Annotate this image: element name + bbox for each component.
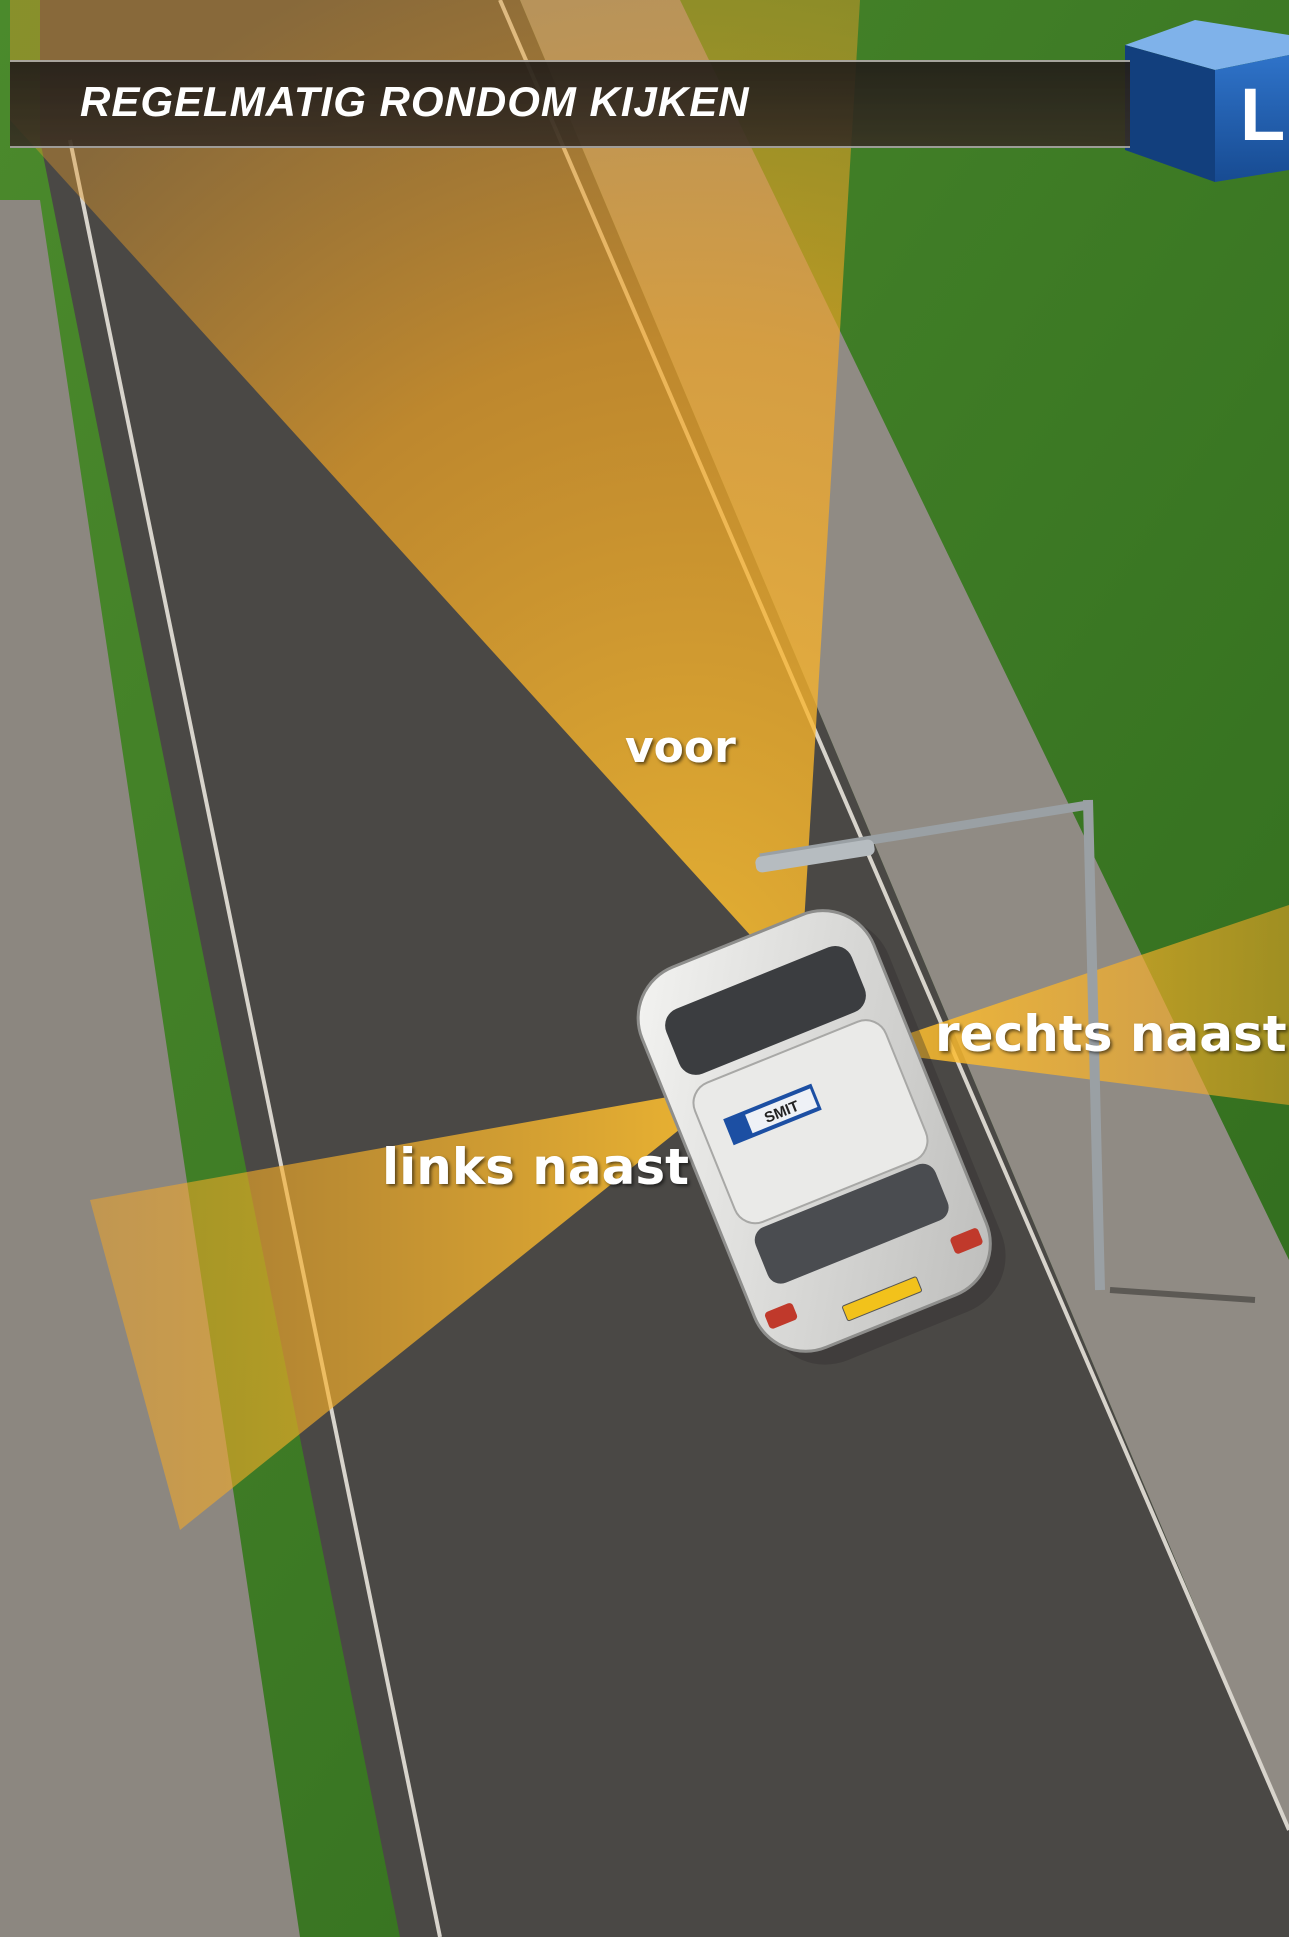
- label-front: voor: [625, 722, 736, 773]
- label-right-side: rechts naast: [935, 1005, 1287, 1063]
- badge-letter: L: [1240, 73, 1285, 156]
- label-left-side: links naast: [382, 1138, 689, 1196]
- l-badge-cube: L: [1125, 20, 1289, 182]
- page-title: REGELMATIG RONDOM KIJKEN: [80, 78, 750, 126]
